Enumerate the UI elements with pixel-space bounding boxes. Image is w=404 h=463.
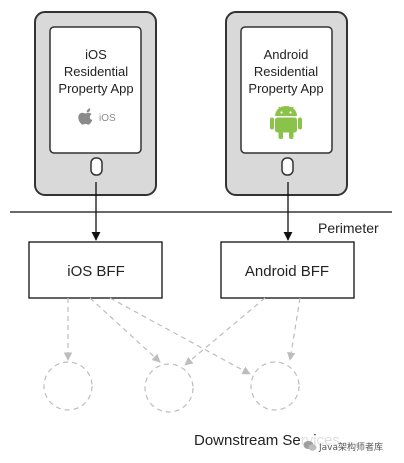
- ios-app-label-line-3: Property App: [58, 81, 133, 96]
- android-bff-to-service-3: [287, 297, 301, 361]
- android-bff-to-service-2: [184, 297, 266, 366]
- ios-app-label-line-2: Residential: [64, 64, 128, 79]
- wechat-icon: [303, 441, 317, 451]
- android-phone: Android Residential Property App: [225, 11, 348, 196]
- android-app-label-line-2: Residential: [254, 64, 318, 79]
- ios-phone-screen: [49, 26, 142, 154]
- android-phone-screen: [240, 26, 333, 154]
- downstream-connections: [63, 297, 301, 375]
- android-app-label-line-3: Property App: [248, 81, 323, 96]
- android-bff-box: Android BFF: [220, 241, 355, 299]
- apple-icon: [78, 108, 93, 125]
- android-app-label-line-1: Android: [264, 47, 309, 62]
- downstream-service-3: [250, 361, 300, 411]
- watermark: Java架构师者库: [300, 437, 400, 455]
- ios-bff-box: iOS BFF: [28, 241, 163, 299]
- android-bff-label: Android BFF: [245, 263, 329, 280]
- ios-badge-text: iOS: [99, 113, 116, 124]
- ios-bff-label: iOS BFF: [67, 263, 125, 280]
- downstream-service-1: [43, 361, 93, 411]
- android-robot-icon: [270, 106, 302, 139]
- ios-phone: iOS Residential Property App iOS: [34, 11, 157, 196]
- watermark-text: Java架构师者库: [318, 441, 383, 453]
- downstream-service-2: [144, 363, 194, 413]
- ios-app-label-line-1: iOS: [85, 47, 107, 62]
- perimeter-label: Perimeter: [318, 220, 379, 236]
- ios-bff-to-service-2: [89, 297, 161, 363]
- ios-home-button: [90, 157, 103, 176]
- android-home-button: [281, 157, 294, 176]
